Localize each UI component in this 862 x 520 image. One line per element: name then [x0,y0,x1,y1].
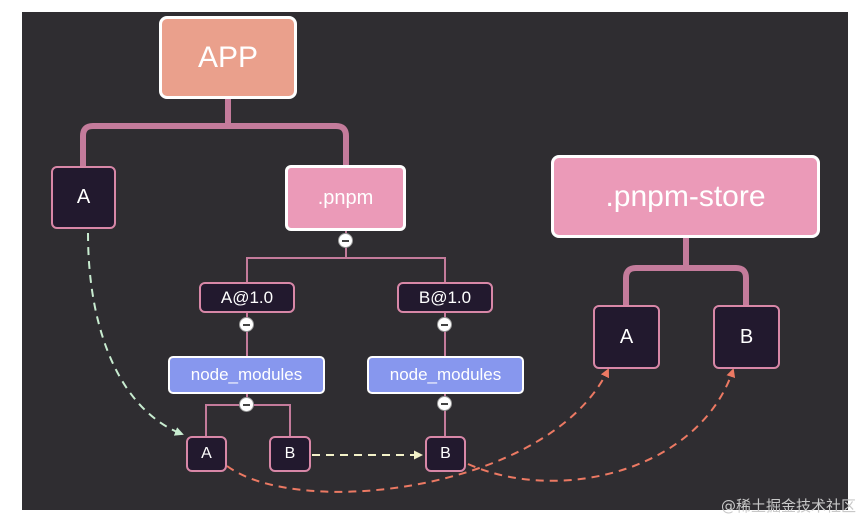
pnpm-folder-node: .pnpm [285,165,406,231]
store-item-b: B [713,305,780,369]
b-version-node: B@1.0 [397,282,493,313]
node-modules-a-collapse-icon[interactable] [239,397,254,412]
node-modules-b-node: node_modules [367,356,524,394]
b-nested-b-node: B [425,436,466,472]
node-modules-b-collapse-icon[interactable] [437,396,452,411]
watermark: @稀土掘金技术社区 [720,497,856,515]
a-version-collapse-icon[interactable] [239,317,254,332]
pnpm-store-node: .pnpm-store [551,155,820,238]
nested-a-node: A [186,436,227,472]
app-dependency-a: A [51,166,116,229]
app-node: APP [159,16,297,99]
node-modules-a-node: node_modules [168,356,325,394]
b-version-collapse-icon[interactable] [437,317,452,332]
nested-b-node: B [269,436,311,472]
pnpm-collapse-icon[interactable] [338,233,353,248]
a-version-node: A@1.0 [199,282,295,313]
store-item-a: A [593,305,660,369]
